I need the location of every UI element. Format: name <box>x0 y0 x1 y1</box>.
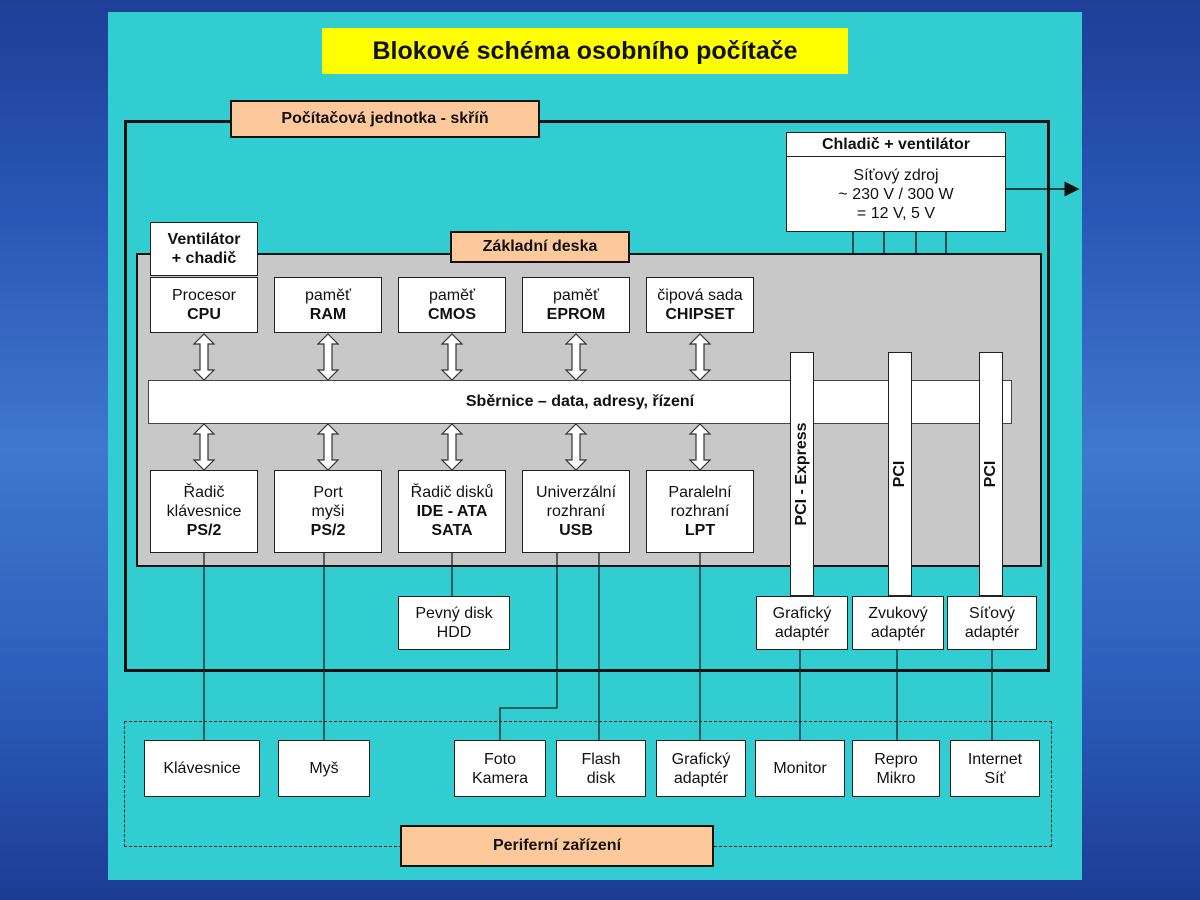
component-eprom: paměť EPROM <box>522 277 630 333</box>
component-name: LPT <box>684 522 716 539</box>
component-line: Port <box>313 484 343 501</box>
component-chipset: čipová sada CHIPSET <box>646 277 754 333</box>
peripheral-line: Kamera <box>471 769 529 787</box>
peripheral-line: adaptér <box>673 769 729 787</box>
component-line: paměť <box>552 287 600 304</box>
hard-disk: Pevný disk HDD <box>398 596 510 650</box>
component-name: CMOS <box>428 306 476 323</box>
peripheral-line: Internet <box>967 750 1023 768</box>
peripheral-line: disk <box>586 769 616 787</box>
component-line: Paralelní <box>668 484 732 501</box>
component-name: EPROM <box>546 306 606 323</box>
peripheral-line: Grafický <box>671 750 731 768</box>
component-line: myši <box>311 503 345 520</box>
hdd-line: HDD <box>436 624 472 641</box>
component-line: klávesnice <box>166 503 242 520</box>
peripherals-label: Periferní zařízení <box>400 825 714 867</box>
slot-label: PCI <box>982 460 999 488</box>
component-lpt: Paralelní rozhraní LPT <box>646 470 754 553</box>
peripheral-line: Klávesnice <box>163 760 241 777</box>
component-name: PS/2 <box>186 522 222 539</box>
component-cpu: Procesor CPU <box>150 277 258 333</box>
diagram-title: Blokové schéma osobního počítače <box>322 28 848 74</box>
computer-unit-frame <box>124 120 1050 672</box>
component-name: CPU <box>187 306 221 323</box>
component-ram: paměť RAM <box>274 277 382 333</box>
component-line: Procesor <box>171 287 237 304</box>
component-line: paměť <box>428 287 476 304</box>
power-supply: Chladič + ventilátor Síťový zdroj ~ 230 … <box>786 132 1006 232</box>
component-name: USB <box>559 522 593 539</box>
component-name: PS/2 <box>310 522 346 539</box>
slot-label: PCI - Express <box>793 422 810 526</box>
adapter-network: Síťový adaptér <box>947 596 1037 650</box>
component-name: IDE - ATA <box>416 503 488 520</box>
peripheral-line: Myš <box>309 760 339 777</box>
adapter-graphics: Grafický adaptér <box>756 596 848 650</box>
motherboard-label: Základní deska <box>450 231 630 263</box>
system-bus: Sběrnice – data, adresy, řízení <box>148 380 1012 424</box>
peripheral-monitor: Monitor <box>755 740 845 797</box>
peripheral-line: Síť <box>984 769 1006 787</box>
peripheral-mouse: Myš <box>278 740 370 797</box>
component-line: Univerzální <box>535 484 617 501</box>
component-cmos: paměť CMOS <box>398 277 506 333</box>
component-name: RAM <box>309 306 347 323</box>
component-line: Řadič disků <box>410 484 494 501</box>
adapter-sound: Zvukový adaptér <box>852 596 944 650</box>
cpu-fan-line: + chadič <box>171 250 237 267</box>
peripheral-line: Foto <box>483 750 516 768</box>
slot-pci-express: PCI - Express <box>790 352 814 596</box>
slot-pci-2: PCI <box>979 352 1003 596</box>
peripheral-line: Flash <box>581 750 621 768</box>
psu-cooler-label: Chladič + ventilátor <box>787 133 1005 157</box>
component-name: CHIPSET <box>665 306 735 323</box>
adapter-line: Zvukový <box>868 605 928 622</box>
psu-line: = 12 V, 5 V <box>856 204 936 222</box>
adapter-line: Síťový <box>968 605 1015 622</box>
peripheral-internet: Internet Síť <box>950 740 1040 797</box>
peripheral-flash-disk: Flash disk <box>556 740 646 797</box>
peripheral-line: Mikro <box>876 769 916 787</box>
component-keyboard-controller: Řadič klávesnice PS/2 <box>150 470 258 553</box>
peripheral-graphics-adapter: Grafický adaptér <box>656 740 746 797</box>
peripheral-line: Monitor <box>773 760 827 777</box>
hdd-line: Pevný disk <box>415 605 493 622</box>
peripheral-line: Repro <box>874 750 918 768</box>
adapter-line: adaptér <box>870 624 926 641</box>
psu-line: Síťový zdroj <box>853 166 939 184</box>
component-usb: Univerzální rozhraní USB <box>522 470 630 553</box>
psu-line: ~ 230 V / 300 W <box>838 185 954 203</box>
component-name: SATA <box>431 522 473 539</box>
peripheral-keyboard: Klávesnice <box>144 740 260 797</box>
component-mouse-port: Port myši PS/2 <box>274 470 382 553</box>
cpu-fan-line: Ventilátor <box>167 231 241 248</box>
component-line: Řadič <box>183 484 225 501</box>
peripheral-camera: Foto Kamera <box>454 740 546 797</box>
cpu-fan: Ventilátor + chadič <box>150 222 258 276</box>
component-line: rozhraní <box>546 503 606 520</box>
component-disk-controller: Řadič disků IDE - ATA SATA <box>398 470 506 553</box>
computer-unit-label: Počítačová jednotka - skříň <box>230 100 540 138</box>
peripheral-speakers-mic: Repro Mikro <box>852 740 940 797</box>
component-line: paměť <box>304 287 352 304</box>
component-line: rozhraní <box>670 503 730 520</box>
adapter-line: adaptér <box>964 624 1020 641</box>
slot-pci-1: PCI <box>888 352 912 596</box>
component-line: čipová sada <box>657 287 743 304</box>
adapter-line: adaptér <box>774 624 830 641</box>
slot-label: PCI <box>891 460 908 488</box>
adapter-line: Grafický <box>772 605 832 622</box>
